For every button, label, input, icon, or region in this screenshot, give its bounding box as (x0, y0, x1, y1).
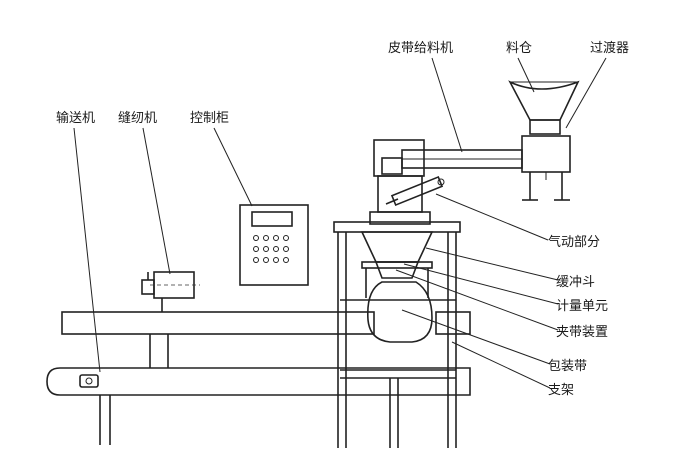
diagram-labels: 输送机 缝纫机 控制柜 皮带给料机 料仓 过渡器 气动部分 缓冲斗 计量单元 夹… (56, 40, 629, 398)
label-belt-feeder: 皮带给料机 (388, 41, 453, 56)
sewing-machine (141, 271, 200, 312)
label-bag-clamp: 夹带装置 (556, 325, 608, 340)
conveyor (46, 367, 471, 445)
label-packing-bag: 包装带 (548, 359, 587, 374)
pneumatic-cylinder (385, 175, 445, 207)
hopper (508, 80, 580, 121)
weighing-head (360, 139, 434, 298)
label-pneumatic-part: 气动部分 (548, 234, 600, 250)
main-frame (333, 221, 461, 448)
label-buffer-hopper: 缓冲斗 (556, 275, 595, 290)
control-buttons (253, 235, 289, 263)
transition (521, 119, 571, 201)
leader-lines (73, 57, 607, 389)
label-hopper: 料仓 (506, 41, 532, 56)
label-weighing-unit: 计量单元 (556, 299, 608, 314)
packing-bag (366, 281, 433, 343)
belt-feeder (401, 149, 523, 169)
label-transition: 过渡器 (590, 40, 629, 56)
control-cabinet (239, 204, 309, 286)
label-frame: 支架 (548, 383, 574, 398)
label-sewing-machine: 缝纫机 (118, 111, 157, 126)
upper-rail (61, 311, 471, 368)
label-control-cabinet: 控制柜 (190, 111, 229, 126)
label-conveyor: 输送机 (56, 110, 95, 126)
